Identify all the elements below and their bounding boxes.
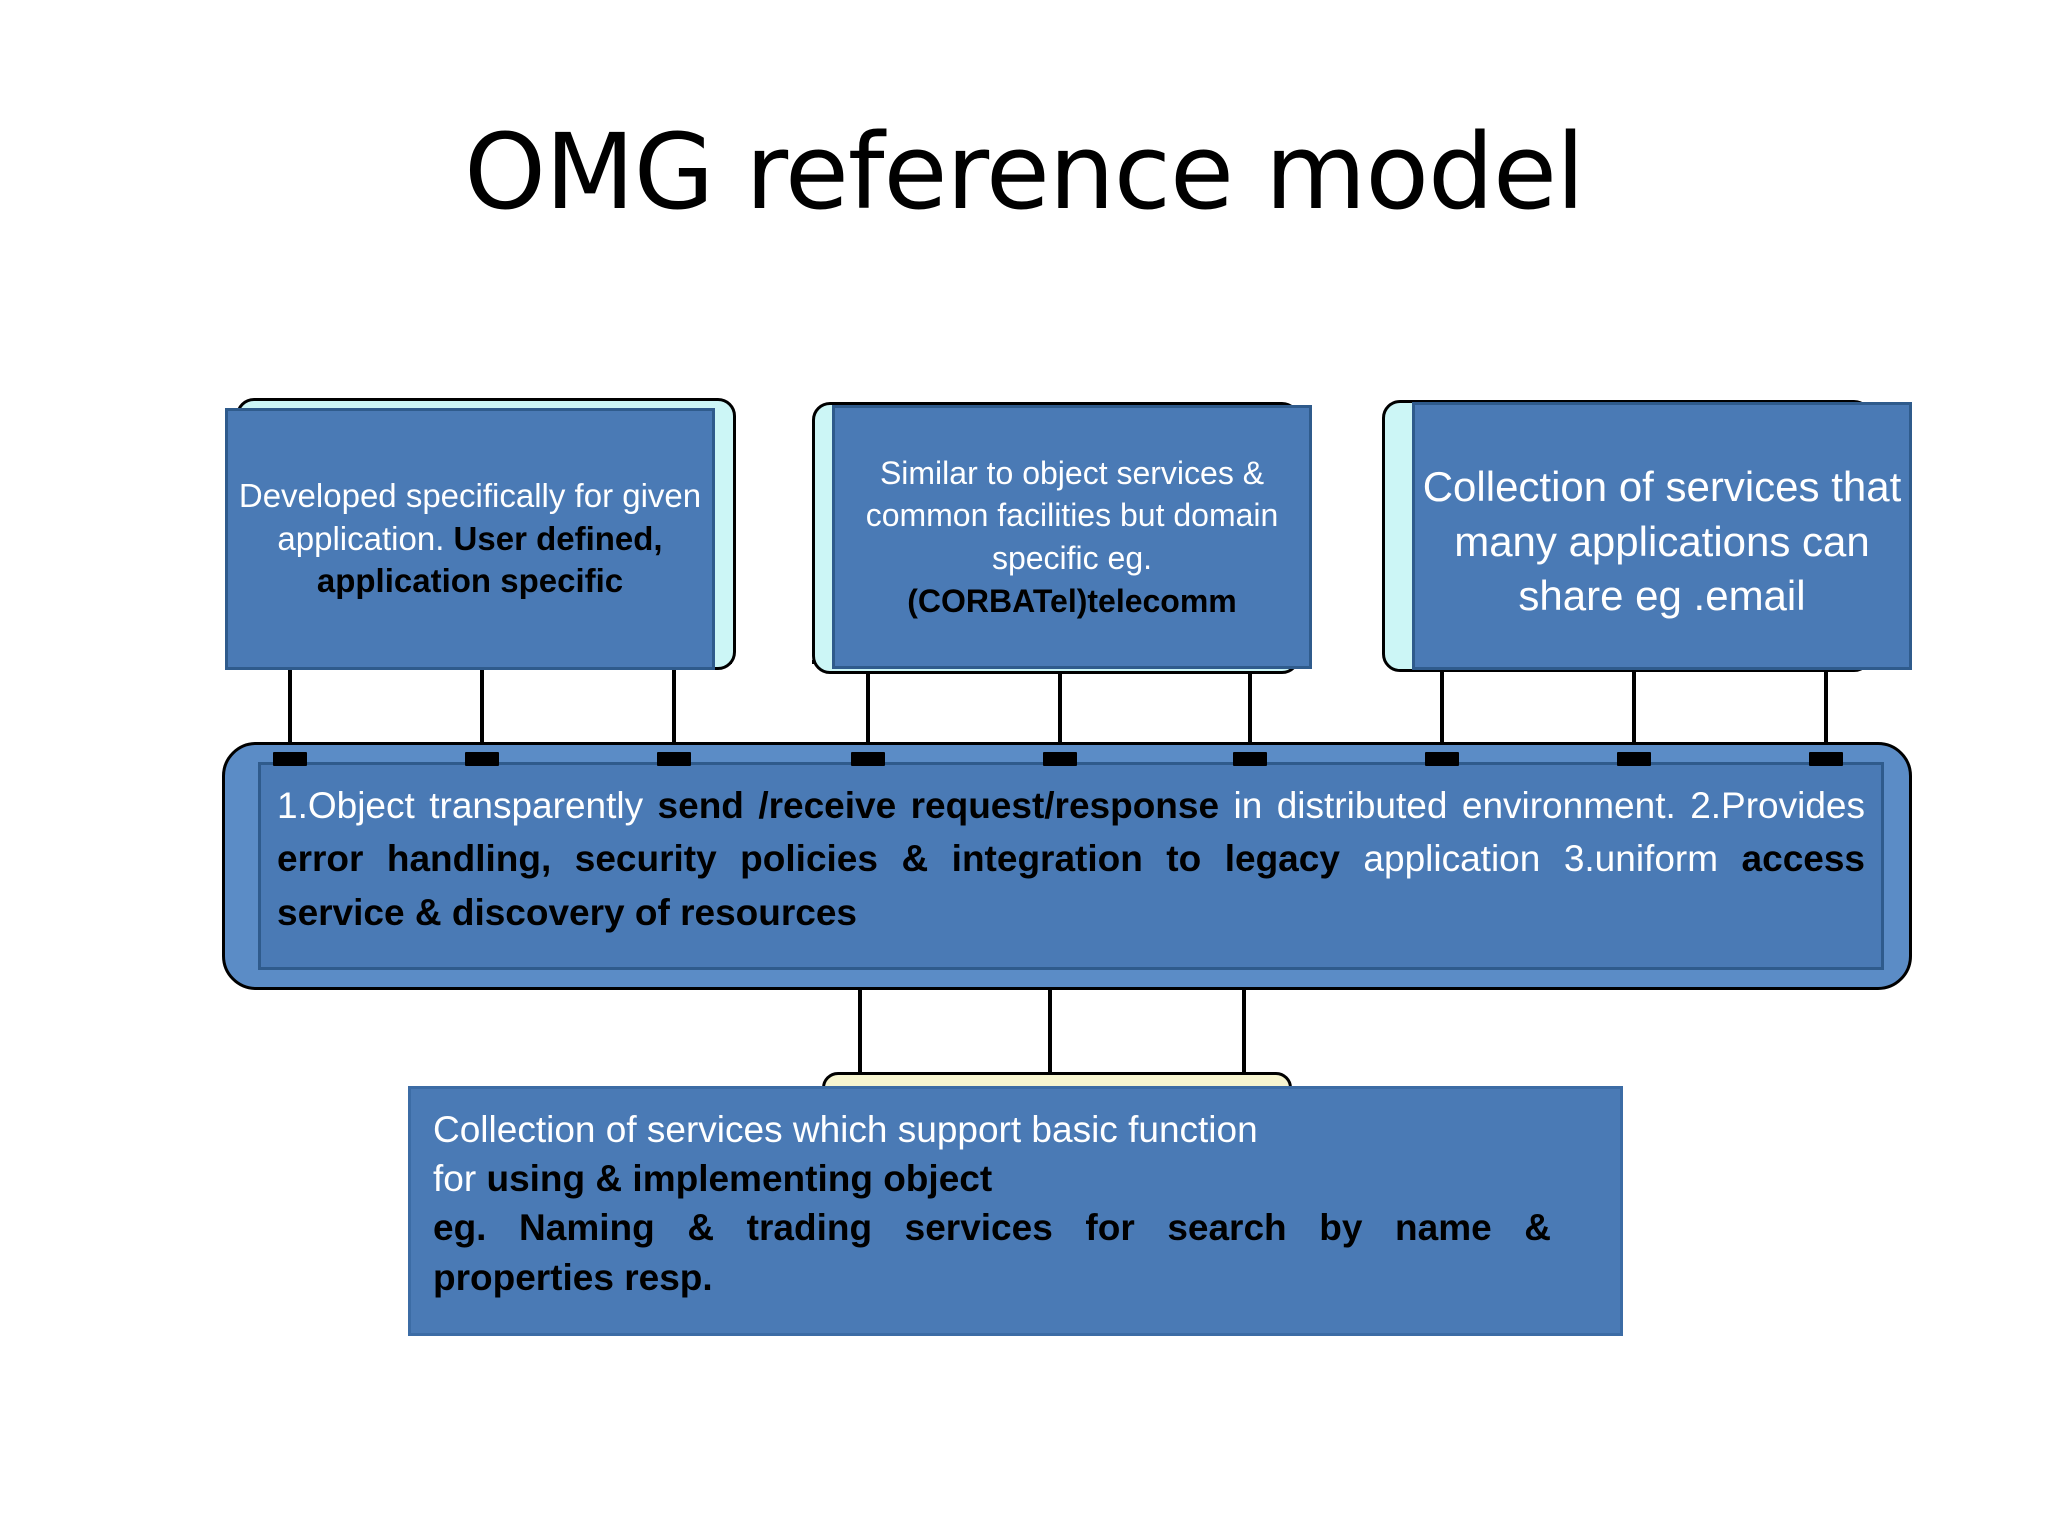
connector-line [1048,980,1052,1090]
object-services-line-2-bold: using & implementing object [486,1158,993,1200]
application-objects-plain: Developed specifically for given applica… [238,476,702,557]
connector-line [1632,660,1636,770]
object-services-line-1: Collection of services which support bas… [433,1109,1258,1150]
orb-segment-1: send /receive request/response [657,785,1220,826]
common-facilities-box[interactable]: Collection of services that many applica… [1412,402,1912,670]
object-services-line-4-bold: properties resp. [433,1256,713,1298]
orb-segment-3: 2.Provides [1690,785,1865,826]
object-services-line-2-plain: for [433,1158,487,1200]
connector-cap [1043,752,1077,766]
orb-segment-2: in distributed environment. [1219,785,1691,826]
orb-box[interactable]: 1.Object transparently send /receive req… [258,762,1884,970]
connector-cap [1617,752,1651,766]
connector-cap [657,752,691,766]
application-objects-bold: User defined, application specific [316,519,663,600]
connector-line [1440,660,1444,770]
connector-cap [1233,752,1267,766]
connector-line [288,660,292,770]
connector-line [858,980,862,1090]
application-objects-box[interactable]: Developed specifically for given applica… [225,408,715,670]
connector-cap [465,752,499,766]
connector-line [866,660,870,770]
object-services-line-3-bold: eg. Naming & trading services for search… [433,1207,1551,1249]
connector-line [1248,660,1252,770]
object-services-box[interactable]: Collection of services which support bas… [408,1086,1623,1336]
common-facilities-text: Collection of services that many applica… [1422,463,1902,620]
page-title: OMG reference model [464,111,1585,233]
connector-line [480,660,484,770]
domain-interfaces-plain: Similar to object services & common faci… [865,454,1279,576]
connector-cap [273,752,307,766]
orb-segment-6: 3.uniform [1563,838,1719,880]
orb-segment-5: application [1339,838,1564,880]
orb-segment-7: access service & discovery of resources [277,838,1866,933]
connector-line [1824,660,1828,770]
connector-cap [1425,752,1459,766]
connector-cap [851,752,885,766]
domain-interfaces-box[interactable]: Similar to object services & common faci… [832,405,1312,669]
connector-cap [1809,752,1843,766]
connector-line [672,660,676,770]
connector-line [1058,660,1062,770]
orb-segment-0: 1.Object transparently [277,785,658,826]
domain-interfaces-bold: (CORBATel)telecomm [907,582,1237,619]
orb-segment-4: error handling, security policies & inte… [277,838,1340,880]
connector-line [1242,980,1246,1090]
